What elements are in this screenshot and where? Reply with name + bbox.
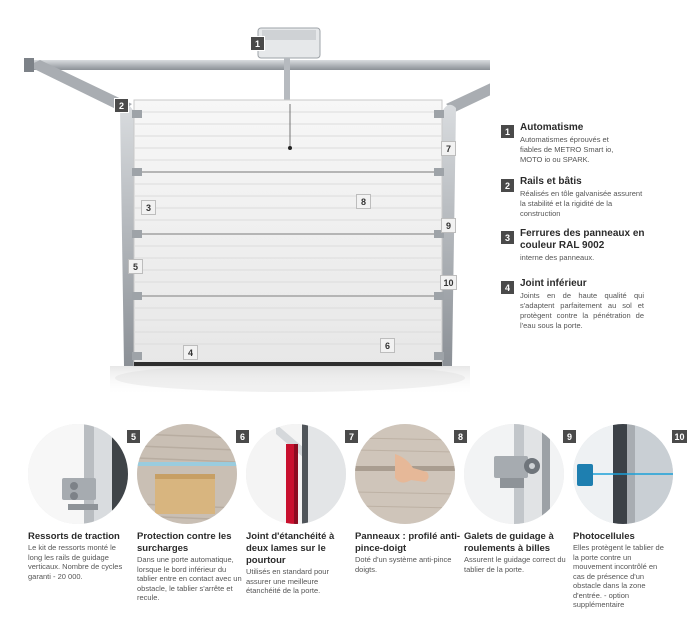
- legend-item-4: 4 Joint inférieur Joints en de haute qua…: [498, 278, 698, 338]
- detail-card-panels: 8 Panneaux : profilé anti-pince-doigt Do…: [355, 424, 468, 614]
- legend-number: 2: [500, 178, 515, 193]
- detail-description: Le kit de ressorts monté le long les rai…: [28, 543, 123, 581]
- detail-card-rollers: 9 Galets de guidage à roulements à bille…: [464, 424, 577, 614]
- legend-title: Automatisme: [520, 122, 584, 133]
- detail-description: Doté d'un système anti-pince doigts.: [355, 555, 452, 574]
- detail-title: Joint d'étanchéité à deux lames sur le p…: [246, 531, 335, 566]
- legend-title: Ferrures des panneaux en couleur RAL 900…: [520, 228, 645, 251]
- detail-number: 8: [453, 429, 468, 444]
- detail-description: Utilisés en standard pour assurer une me…: [246, 567, 329, 595]
- detail-title: Panneaux : profilé anti-pince-doigt: [355, 531, 461, 554]
- legend-title: Rails et bâtis: [520, 176, 582, 187]
- marker-4: 4: [183, 345, 198, 360]
- legend-description: Réalisés en tôle galvanisée assurent la …: [520, 189, 643, 218]
- marker-10: 10: [440, 275, 457, 290]
- legend-description: interne des panneaux.: [520, 253, 595, 262]
- detail-title: Galets de guidage à roulements à billes: [464, 531, 554, 554]
- detail-number: 7: [344, 429, 359, 444]
- legend-description: Joints en de haute qualité qui s'adapten…: [520, 291, 644, 330]
- detail-card-gasket: 7 Joint d'étanchéité à deux lames sur le…: [246, 424, 359, 614]
- left-diagonal-rail: [28, 60, 132, 112]
- marker-3: 3: [141, 200, 156, 215]
- detail-title: Protection contre les surcharges: [137, 531, 232, 554]
- marker-9: 9: [441, 218, 456, 233]
- gasket-photo: [246, 424, 346, 524]
- marker-7: 7: [441, 141, 456, 156]
- garage-door-drawing: [24, 27, 554, 396]
- left-vertical-rail: [120, 104, 134, 367]
- top-rail: [28, 60, 548, 70]
- door-panels: [132, 99, 444, 367]
- rollers-photo: [464, 424, 564, 524]
- detail-card-overload-protection: 6 Protection contre les surcharges Dans …: [137, 424, 250, 614]
- legend-item-3: 3 Ferrures des panneaux en couleur RAL 9…: [498, 228, 698, 274]
- legend-item-2: 2 Rails et bâtis Réalisés en tôle galvan…: [498, 176, 698, 226]
- detail-card-springs: 5 Ressorts de traction Le kit de ressort…: [28, 424, 141, 614]
- detail-description: Dans une porte automatique, lorsque le b…: [137, 555, 242, 602]
- detail-title: Photocellules: [573, 531, 635, 542]
- legend-item-1: 1 Automatisme Automatismes éprouvés et f…: [498, 122, 698, 172]
- operator-arm: [284, 58, 290, 106]
- detail-description: Assurent le guidage correct du tablier d…: [464, 555, 566, 574]
- detail-card-photocells: 10 Photocellules Elles protègent le tabl…: [573, 424, 688, 614]
- marker-5: 5: [128, 259, 143, 274]
- detail-title: Ressorts de traction: [28, 531, 120, 542]
- detail-number: 10: [671, 429, 688, 444]
- garage-door-illustration: 1 2 3 4 5 6 7 8 9 10: [0, 0, 554, 410]
- legend-number: 3: [500, 230, 515, 245]
- marker-2: 2: [114, 98, 129, 113]
- detail-description: Elles protègent le tablier de la porte c…: [573, 543, 664, 609]
- springs-photo: [28, 424, 128, 524]
- legend-description: Automatismes éprouvés et fiables de METR…: [520, 135, 614, 164]
- detail-number: 9: [562, 429, 577, 444]
- legend-title: Joint inférieur: [520, 278, 587, 289]
- right-vertical-rail: [442, 104, 456, 367]
- marker-8: 8: [356, 194, 371, 209]
- legend-number: 1: [500, 124, 515, 139]
- detail-number: 6: [235, 429, 250, 444]
- marker-1: 1: [250, 36, 265, 51]
- legend-number: 4: [500, 280, 515, 295]
- marker-6: 6: [380, 338, 395, 353]
- overload-protection-photo: [137, 424, 237, 524]
- photocells-photo: [573, 424, 673, 524]
- panels-photo: [355, 424, 455, 524]
- bottom-seal: [134, 362, 442, 366]
- detail-number: 5: [126, 429, 141, 444]
